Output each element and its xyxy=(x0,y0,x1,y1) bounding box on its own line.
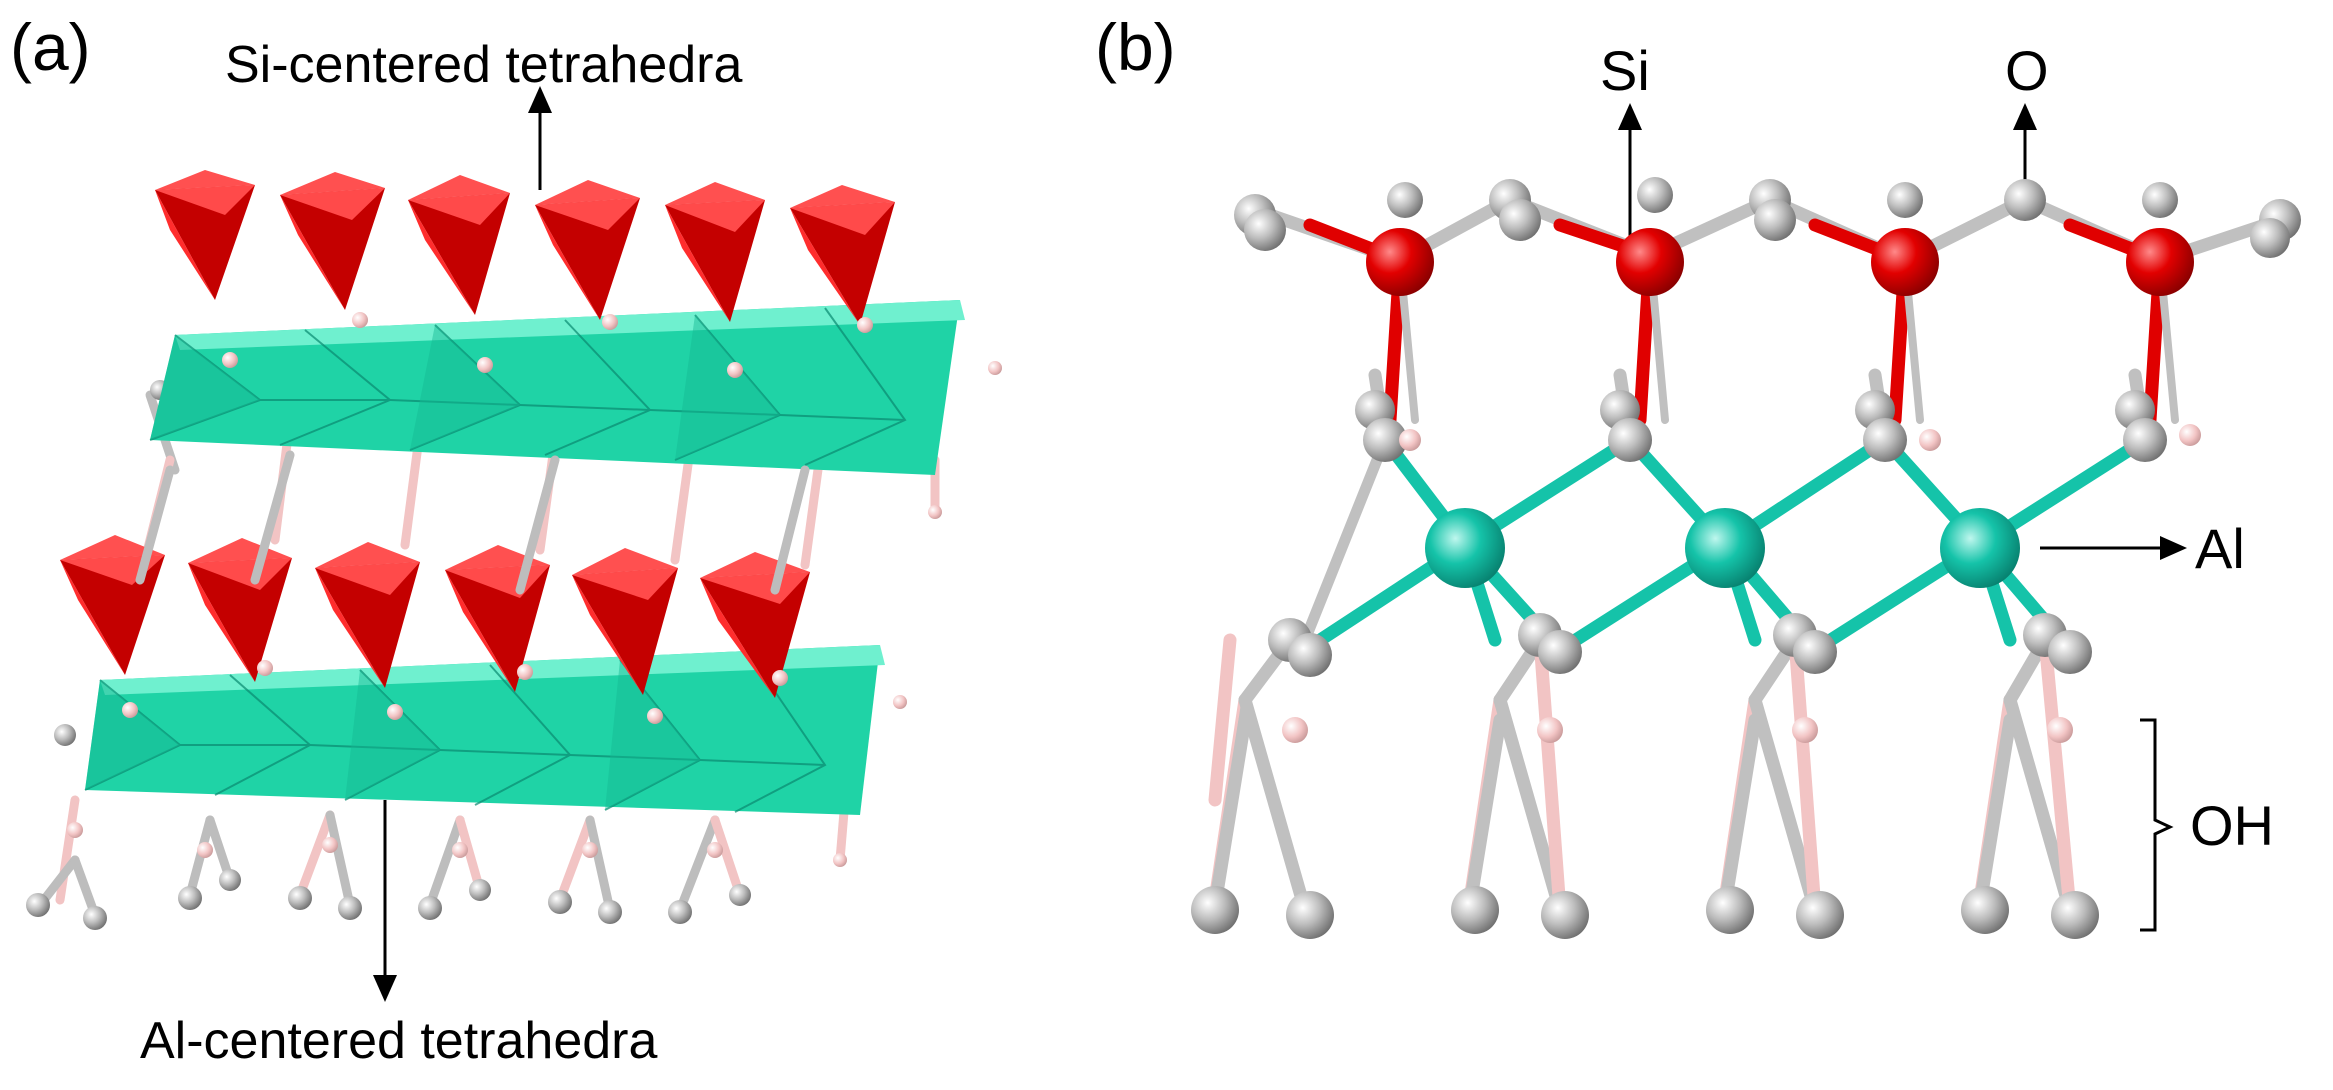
o-label: O xyxy=(2005,39,2049,102)
si-tetrahedron xyxy=(315,562,420,688)
oh-bracket xyxy=(2140,718,2174,932)
al-atom xyxy=(1425,508,1505,588)
si-atom xyxy=(1366,228,1434,296)
si-tetrahedron xyxy=(155,185,255,300)
si-tetrahedron xyxy=(408,193,510,315)
panel-a-label: (a) xyxy=(10,10,91,84)
oh-hydrogen-atoms xyxy=(1282,717,2073,743)
si-tetrahedron xyxy=(60,555,165,675)
al-label: Al xyxy=(2195,517,2245,580)
si-tetrahedron xyxy=(535,198,640,320)
si-tetrahedron xyxy=(572,568,678,695)
al-atom xyxy=(1940,508,2020,588)
si-tetrahedron xyxy=(700,572,810,698)
upper-hydrogen-atoms xyxy=(222,312,1002,378)
bottom-oxygen-atoms-b xyxy=(1191,886,2099,939)
upper-si-tetrahedra-layer xyxy=(155,170,895,325)
oh-label: OH xyxy=(2190,794,2274,857)
lower-hydrogen-atoms xyxy=(67,660,907,867)
si-label: Si xyxy=(1600,39,1650,102)
oh-bonds xyxy=(1208,633,2077,917)
panel-b-label: (b) xyxy=(1095,10,1176,84)
si-atom xyxy=(1871,228,1939,296)
oh-layer-oxygen-atoms xyxy=(1268,613,2092,677)
si-atoms xyxy=(1366,228,2194,296)
si-tetrahedra-caption: Si-centered tetrahedra xyxy=(225,36,742,94)
al-tetrahedra-caption: Al-centered tetrahedra xyxy=(140,1012,657,1070)
si-tetrahedron xyxy=(280,188,385,310)
upper-al-octahedra-layer xyxy=(149,300,965,475)
lower-al-octahedra-layer xyxy=(84,645,885,815)
apical-oxygen-atoms xyxy=(1355,390,2201,462)
si-tetrahedron xyxy=(188,558,292,682)
al-atom xyxy=(1685,508,1765,588)
bottom-oxygen-atoms xyxy=(26,724,751,930)
panel-a: (a) Si-centered tetrahedra xyxy=(10,10,1002,1070)
si-tetrahedron xyxy=(665,200,765,322)
al-atoms xyxy=(1425,508,2020,588)
panel-b: (b) Si O xyxy=(1095,10,2301,939)
top-oxygen-atoms xyxy=(1234,177,2301,258)
interlayer-oh-front xyxy=(135,450,810,595)
si-atom xyxy=(2126,228,2194,296)
si-atom xyxy=(1616,228,1684,296)
si-tetrahedron xyxy=(790,202,895,325)
lower-oh-sticks xyxy=(35,795,850,920)
